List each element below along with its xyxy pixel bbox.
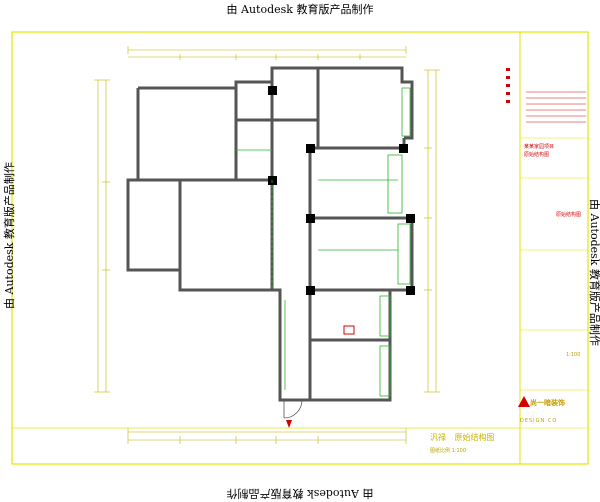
drawing-title-right: 原始结构图	[454, 433, 495, 442]
entry-door	[283, 399, 303, 419]
dimension-lines-left	[94, 79, 110, 393]
project-name: 某某家园项目	[524, 144, 555, 150]
title-block-dividers	[520, 137, 588, 429]
structural-columns	[268, 86, 415, 295]
dimension-lines-top	[127, 46, 407, 60]
company-sub: DESIGN CO	[520, 418, 558, 424]
watermark-top: 由 Autodesk 教育版产品制作	[226, 3, 374, 16]
drawing-title-left: 汎禄	[430, 433, 446, 442]
title-tag-1: 原始结构图	[556, 212, 582, 218]
sheet-frame	[11, 31, 589, 465]
dimension-lines-right	[424, 69, 440, 393]
entry-marker	[286, 420, 292, 428]
drawing-scale: 图纸比例 1:100	[430, 448, 466, 454]
drawing-title: 汎禄 原始结构图	[430, 432, 501, 443]
windows	[236, 87, 411, 397]
title-tag-2: 1:100	[566, 352, 581, 358]
company-logo-icon	[518, 396, 530, 407]
accent-marker	[343, 325, 355, 335]
watermark-right: 由 Autodesk 教育版产品制作	[588, 199, 600, 346]
dimension-lines-bottom	[127, 428, 407, 444]
title-block-lines	[526, 91, 586, 123]
watermark-left: 由 Autodesk 教育版产品制作	[3, 162, 16, 309]
walls	[126, 66, 414, 402]
company-logo-text: 尚一暗装饰	[530, 399, 565, 407]
project-sub: 原始结构图	[524, 152, 550, 158]
legend-symbols	[506, 68, 510, 103]
